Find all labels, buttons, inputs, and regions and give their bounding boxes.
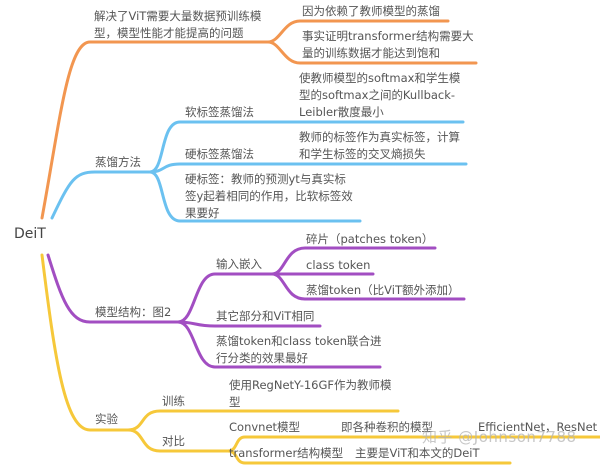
node-hard-label-note[interactable]: 硬标签：教师的预测yt与真实标签y起着相同的作用，比软标签效果要好 bbox=[185, 172, 353, 220]
node-same-as-vit[interactable]: 其它部分和ViT相同 bbox=[216, 309, 315, 323]
node-class-token[interactable]: class token bbox=[306, 258, 371, 272]
node-efficientnet-resnet[interactable]: EfficientNet，ResNet bbox=[478, 420, 598, 434]
node-training[interactable]: 训练 bbox=[162, 394, 185, 408]
branch-line-architecture bbox=[46, 246, 466, 369]
node-distillation-token[interactable]: 蒸馏token（比ViT额外添加） bbox=[306, 283, 460, 297]
branch-line-experiments bbox=[40, 253, 600, 465]
branch-line-distillation bbox=[50, 120, 468, 223]
node-joint-classification[interactable]: 蒸馏token和class token联合进行分类的效果最好 bbox=[216, 334, 382, 365]
node-convnet-models[interactable]: Convnet模型 bbox=[229, 420, 301, 434]
node-hard-label-distillation[interactable]: 硬标签蒸馏法 bbox=[185, 147, 254, 161]
node-cross-entropy[interactable]: 教师的标签作为真实标签，计算和学生标签的交叉熵损失 bbox=[299, 130, 460, 161]
node-model-architecture[interactable]: 模型结构：图2 bbox=[95, 305, 172, 319]
node-motivation[interactable]: 解决了ViT需要大量数据预训练模型，模型性能才能提高的问题 bbox=[94, 9, 262, 40]
node-input-embedding[interactable]: 输入嵌入 bbox=[216, 257, 262, 271]
node-vit-and-deit[interactable]: 主要是ViT和本文的DeiT bbox=[355, 446, 480, 460]
node-transformer-needs-data[interactable]: 事实证明transformer结构需要大量的训练数据才能达到饱和 bbox=[302, 29, 474, 60]
root-node[interactable]: DeiT bbox=[14, 226, 46, 242]
node-conv-variants[interactable]: 即各种卷积的模型 bbox=[341, 420, 433, 434]
node-regnet-teacher[interactable]: 使用RegNetY-16GF作为教师模型 bbox=[229, 378, 392, 409]
node-kl-divergence[interactable]: 使教师模型的softmax和学生模型的softmax之间的Kullback-Le… bbox=[299, 71, 461, 119]
node-comparison[interactable]: 对比 bbox=[162, 434, 185, 448]
node-experiments[interactable]: 实验 bbox=[95, 412, 118, 426]
node-distillation-methods[interactable]: 蒸馏方法 bbox=[95, 155, 141, 169]
node-teacher-distillation[interactable]: 因为依赖了教师模型的蒸馏 bbox=[302, 4, 440, 18]
node-transformer-models[interactable]: transformer结构模型 bbox=[229, 446, 344, 460]
node-patches-token[interactable]: 碎片（patches token） bbox=[306, 232, 434, 246]
node-soft-label-distillation[interactable]: 软标签蒸馏法 bbox=[185, 105, 254, 119]
branch-line-motivation bbox=[40, 19, 478, 220]
